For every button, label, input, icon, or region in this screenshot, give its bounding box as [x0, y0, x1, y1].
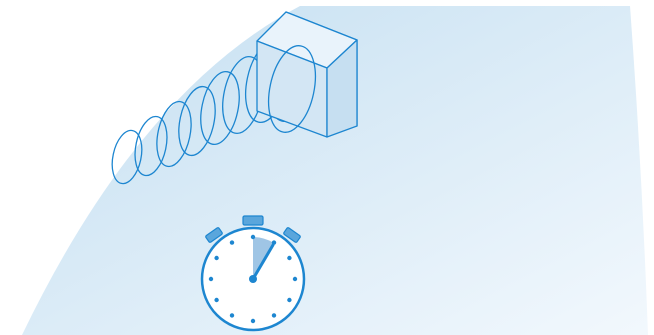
stopwatch-tick-dot: [250, 234, 256, 240]
stopwatch-tick-dot: [287, 297, 292, 303]
stopwatch-left-button: [205, 227, 223, 243]
device-box-icon: [256, 11, 358, 138]
stopwatch-crown: [242, 215, 264, 226]
stopwatch-hand: [251, 243, 275, 281]
stopwatch-tick-dot: [214, 255, 219, 261]
stopwatch-tick-dot: [292, 276, 298, 282]
background-panel: [22, 6, 648, 335]
stopwatch-tick-dot: [229, 240, 235, 245]
stopwatch-tick-dot: [229, 313, 235, 318]
stopwatch-tick-dot: [250, 318, 256, 324]
stopwatch-hub: [249, 275, 257, 283]
stopwatch-right-button: [283, 227, 301, 243]
stopwatch-tick-dot: [271, 313, 277, 318]
stopwatch-icon: [200, 215, 306, 332]
stopwatch-ticks: [208, 234, 298, 324]
stopwatch-tick-dot: [208, 276, 214, 282]
stopwatch-tick-dot: [287, 255, 292, 261]
stopwatch-tick-dot: [214, 297, 219, 303]
